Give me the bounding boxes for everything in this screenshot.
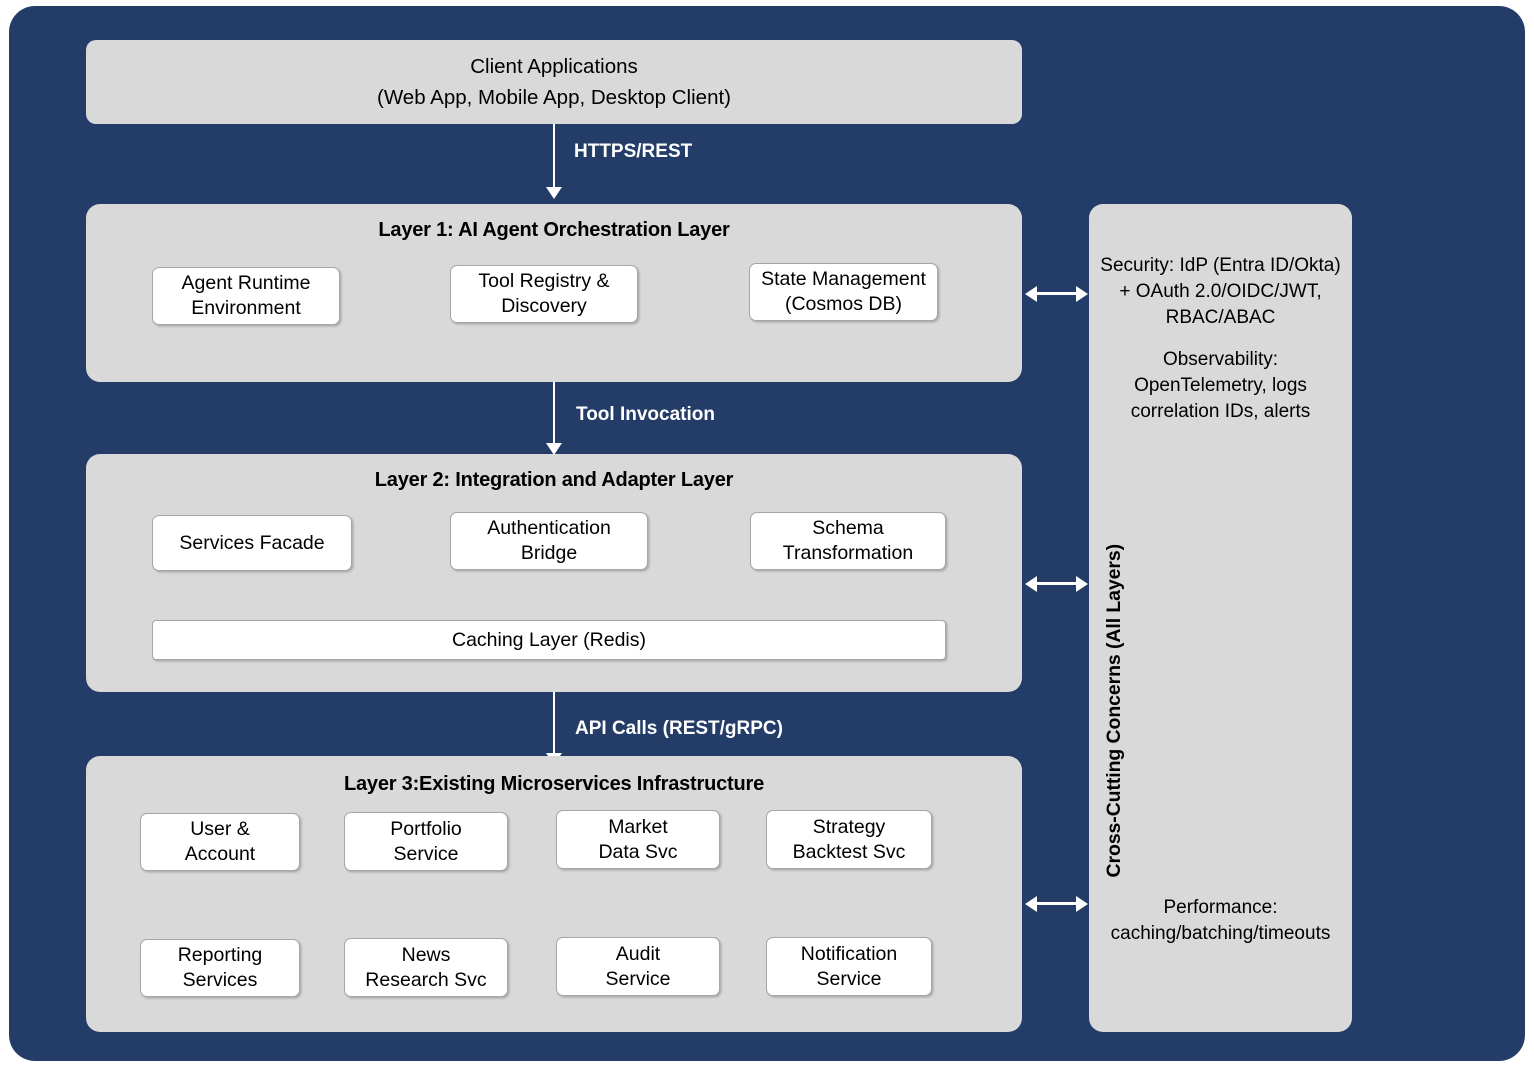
- flow-label-tool-invocation: Tool Invocation: [576, 404, 715, 425]
- flow-arrow-https-rest: [553, 124, 555, 188]
- performance-line1: Performance:: [1163, 897, 1278, 918]
- client-applications-line2: (Web App, Mobile App, Desktop Client): [377, 86, 731, 109]
- node-caching-layer-redis-label: Caching Layer (Redis): [451, 628, 646, 651]
- node-services-facade: Services Facade: [152, 515, 352, 571]
- bidirectional-arrow-layer1-crosscutting: [1036, 292, 1077, 295]
- cross-cutting-security-text: Security: IdP (Entra ID/Okta) + OAuth 2.…: [1097, 253, 1344, 331]
- layer1-title: Layer 1: AI Agent Orchestration Layer: [378, 219, 730, 241]
- node-schema-transformation-line1: Schema: [812, 517, 884, 539]
- node-schema-transformation: Schema Transformation: [750, 512, 946, 570]
- node-notification-service: Notification Service: [766, 937, 932, 996]
- node-reporting-services-line2: Services: [182, 969, 258, 991]
- node-user-account-line2: Account: [184, 843, 256, 865]
- node-reporting-services-line1: Reporting: [177, 944, 263, 966]
- flow-arrow-api-calls: [553, 692, 555, 754]
- node-audit-service-line1: Audit: [615, 942, 661, 965]
- layer3-title: Layer 3:Existing Microservices Infrastru…: [343, 773, 765, 795]
- bidirectional-arrow-layer2-crosscutting: [1036, 582, 1077, 585]
- node-strategy-backtest-svc: Strategy Backtest Svc: [766, 810, 932, 869]
- node-caching-layer-redis: Caching Layer (Redis): [152, 620, 946, 660]
- layer2-title: Layer 2: Integration and Adapter Layer: [374, 469, 734, 491]
- node-tool-registry-discovery-line1: Tool Registry &: [478, 270, 610, 292]
- flow-label-api-calls: API Calls (REST/gRPC): [575, 718, 783, 739]
- node-services-facade-line1: Services Facade: [179, 531, 325, 554]
- node-news-research-svc: News Research Svc: [344, 938, 508, 997]
- cross-cutting-observability-text: Observability: OpenTelemetry, logs corre…: [1097, 347, 1344, 425]
- node-state-management-line2: (Cosmos DB): [784, 293, 902, 315]
- node-user-account-line1: User &: [190, 818, 250, 840]
- client-applications-box: Client Applications (Web App, Mobile App…: [86, 40, 1022, 124]
- observability-line3: correlation IDs, alerts: [1130, 401, 1311, 422]
- node-user-account: User & Account: [140, 813, 300, 871]
- node-strategy-backtest-svc-line1: Strategy: [812, 815, 886, 838]
- node-agent-runtime-environment: Agent Runtime Environment: [152, 267, 340, 325]
- node-audit-service-line2: Service: [605, 967, 671, 990]
- flow-arrow-tool-invocation: [553, 382, 555, 444]
- node-authentication-bridge: Authentication Bridge: [450, 512, 648, 570]
- node-authentication-bridge-line2: Bridge: [520, 542, 578, 564]
- node-state-management: State Management (Cosmos DB): [749, 263, 938, 321]
- node-market-data-svc-line1: Market: [608, 815, 668, 838]
- node-agent-runtime-environment-line2: Environment: [191, 297, 301, 319]
- observability-line1: Observability:: [1162, 349, 1279, 370]
- node-schema-transformation-line2: Transformation: [782, 542, 914, 564]
- performance-line2: caching/batching/timeouts: [1110, 923, 1331, 944]
- node-news-research-svc-line2: Research Svc: [365, 968, 487, 991]
- node-notification-service-line1: Notification: [800, 942, 898, 965]
- node-tool-registry-discovery-line2: Discovery: [501, 295, 587, 317]
- node-notification-service-line2: Service: [816, 967, 882, 990]
- flow-label-https-rest: HTTPS/REST: [574, 141, 693, 162]
- node-tool-registry-discovery: Tool Registry & Discovery: [450, 265, 638, 323]
- node-market-data-svc-line2: Data Svc: [598, 840, 678, 863]
- cross-cutting-performance-text: Performance: caching/batching/timeouts: [1097, 895, 1344, 947]
- cross-cutting-vertical-title: Cross-Cutting Concerns (All Layers): [1103, 544, 1125, 878]
- bidirectional-arrow-layer3-crosscutting: [1036, 902, 1077, 905]
- observability-line2: OpenTelemetry, logs: [1134, 375, 1307, 396]
- node-audit-service: Audit Service: [556, 937, 720, 996]
- node-portfolio-service: Portfolio Service: [344, 812, 508, 871]
- node-portfolio-service-line1: Portfolio: [390, 817, 462, 840]
- cross-cutting-panel: [1089, 204, 1352, 1032]
- node-agent-runtime-environment-line1: Agent Runtime: [181, 272, 311, 294]
- node-portfolio-service-line2: Service: [393, 842, 459, 865]
- client-applications-line1: Client Applications: [470, 55, 638, 78]
- node-market-data-svc: Market Data Svc: [556, 810, 720, 869]
- node-reporting-services: Reporting Services: [140, 939, 300, 997]
- security-line3: 2.0/OIDC/JWT, RBAC/ABAC: [1165, 281, 1322, 328]
- security-line2: ID/Okta) + OAuth: [1119, 255, 1341, 302]
- node-strategy-backtest-svc-line2: Backtest Svc: [792, 840, 906, 863]
- node-state-management-line1: State Management: [761, 268, 926, 290]
- security-line1: Security: IdP (Entra: [1100, 255, 1265, 276]
- node-news-research-svc-line1: News: [401, 943, 451, 966]
- node-authentication-bridge-line1: Authentication: [487, 517, 611, 539]
